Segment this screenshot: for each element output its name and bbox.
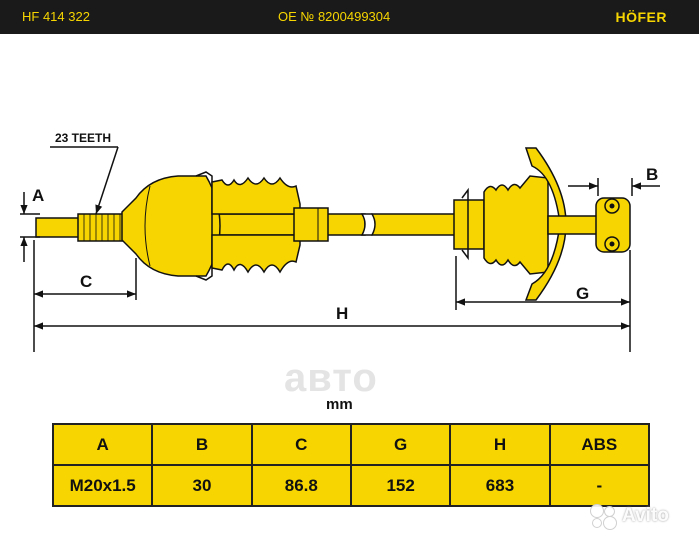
header-bar: HF 414 322 OE № 8200499304 HÖFER [0, 0, 699, 34]
spec-header-a: A [51, 423, 154, 466]
spec-value-abs: - [548, 464, 651, 507]
spec-value-row: M20x1.5 30 86.8 152 683 - [51, 464, 651, 507]
avito-badge: Avito [590, 501, 692, 531]
flange [595, 197, 631, 253]
avito-dots-icon [590, 504, 618, 530]
spec-header-c: C [250, 423, 352, 466]
watermark: авто [284, 356, 378, 400]
inner-cv-joint [453, 147, 599, 301]
part-number: HF 414 322 [22, 9, 90, 24]
oe-number: OE № 8200499304 [278, 9, 391, 24]
dimension-lines [20, 146, 660, 352]
outer-boot [211, 176, 329, 274]
spec-header-abs: ABS [548, 423, 651, 466]
spline-stub [35, 213, 125, 242]
spec-header-b: B [151, 423, 253, 466]
spec-header-row: A B C G H ABS [51, 423, 651, 466]
spec-value-h: 683 [449, 464, 551, 507]
outer-cv-joint [121, 171, 221, 281]
spec-value-c: 86.8 [250, 464, 352, 507]
spec-table: A B C G H ABS M20x1.5 30 86.8 152 683 - [51, 423, 651, 507]
spec-value-g: 152 [349, 464, 452, 507]
spec-value-a: M20x1.5 [51, 464, 154, 507]
teeth-callout: 23 TEETH [55, 131, 111, 145]
dim-label-b: B [646, 165, 658, 184]
dim-label-c: C [80, 272, 92, 291]
unit-label: mm [326, 396, 353, 413]
brand-logo: HÖFER [615, 9, 667, 25]
dim-label-g: G [576, 284, 589, 303]
driveshaft-drawing: 23 TEETH A C H G B [20, 131, 660, 352]
shaft [199, 213, 459, 236]
spec-header-g: G [349, 423, 452, 466]
dim-label-a: A [32, 186, 44, 205]
dim-label-h: H [336, 304, 348, 323]
spec-value-b: 30 [151, 464, 253, 507]
avito-text: Avito [622, 505, 669, 526]
spec-header-h: H [449, 423, 551, 466]
